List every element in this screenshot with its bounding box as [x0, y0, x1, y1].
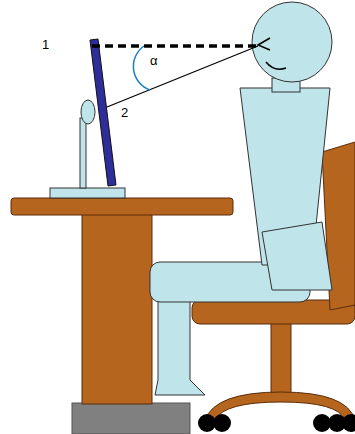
- angle-arc: [133, 46, 150, 90]
- chair-wheel: [342, 414, 355, 432]
- eye: [258, 38, 270, 50]
- arm: [262, 222, 332, 290]
- chair-post: [271, 323, 291, 393]
- monitor-pole: [80, 118, 86, 188]
- desk-leg: [82, 214, 152, 404]
- head: [252, 2, 332, 82]
- callout-number: 2: [121, 106, 128, 119]
- angle-symbol: α: [150, 54, 158, 67]
- callout-number: 1: [42, 38, 49, 51]
- horizontal-sightline: [92, 44, 256, 48]
- mouth: [266, 62, 286, 69]
- monitor-base: [50, 188, 125, 198]
- monitor-hinge: [81, 100, 95, 124]
- line-of-sight: [107, 46, 258, 107]
- desk-top: [11, 198, 233, 215]
- chair-wheel: [213, 414, 231, 432]
- floor-block: [72, 403, 190, 434]
- monitor-screen: [90, 39, 116, 186]
